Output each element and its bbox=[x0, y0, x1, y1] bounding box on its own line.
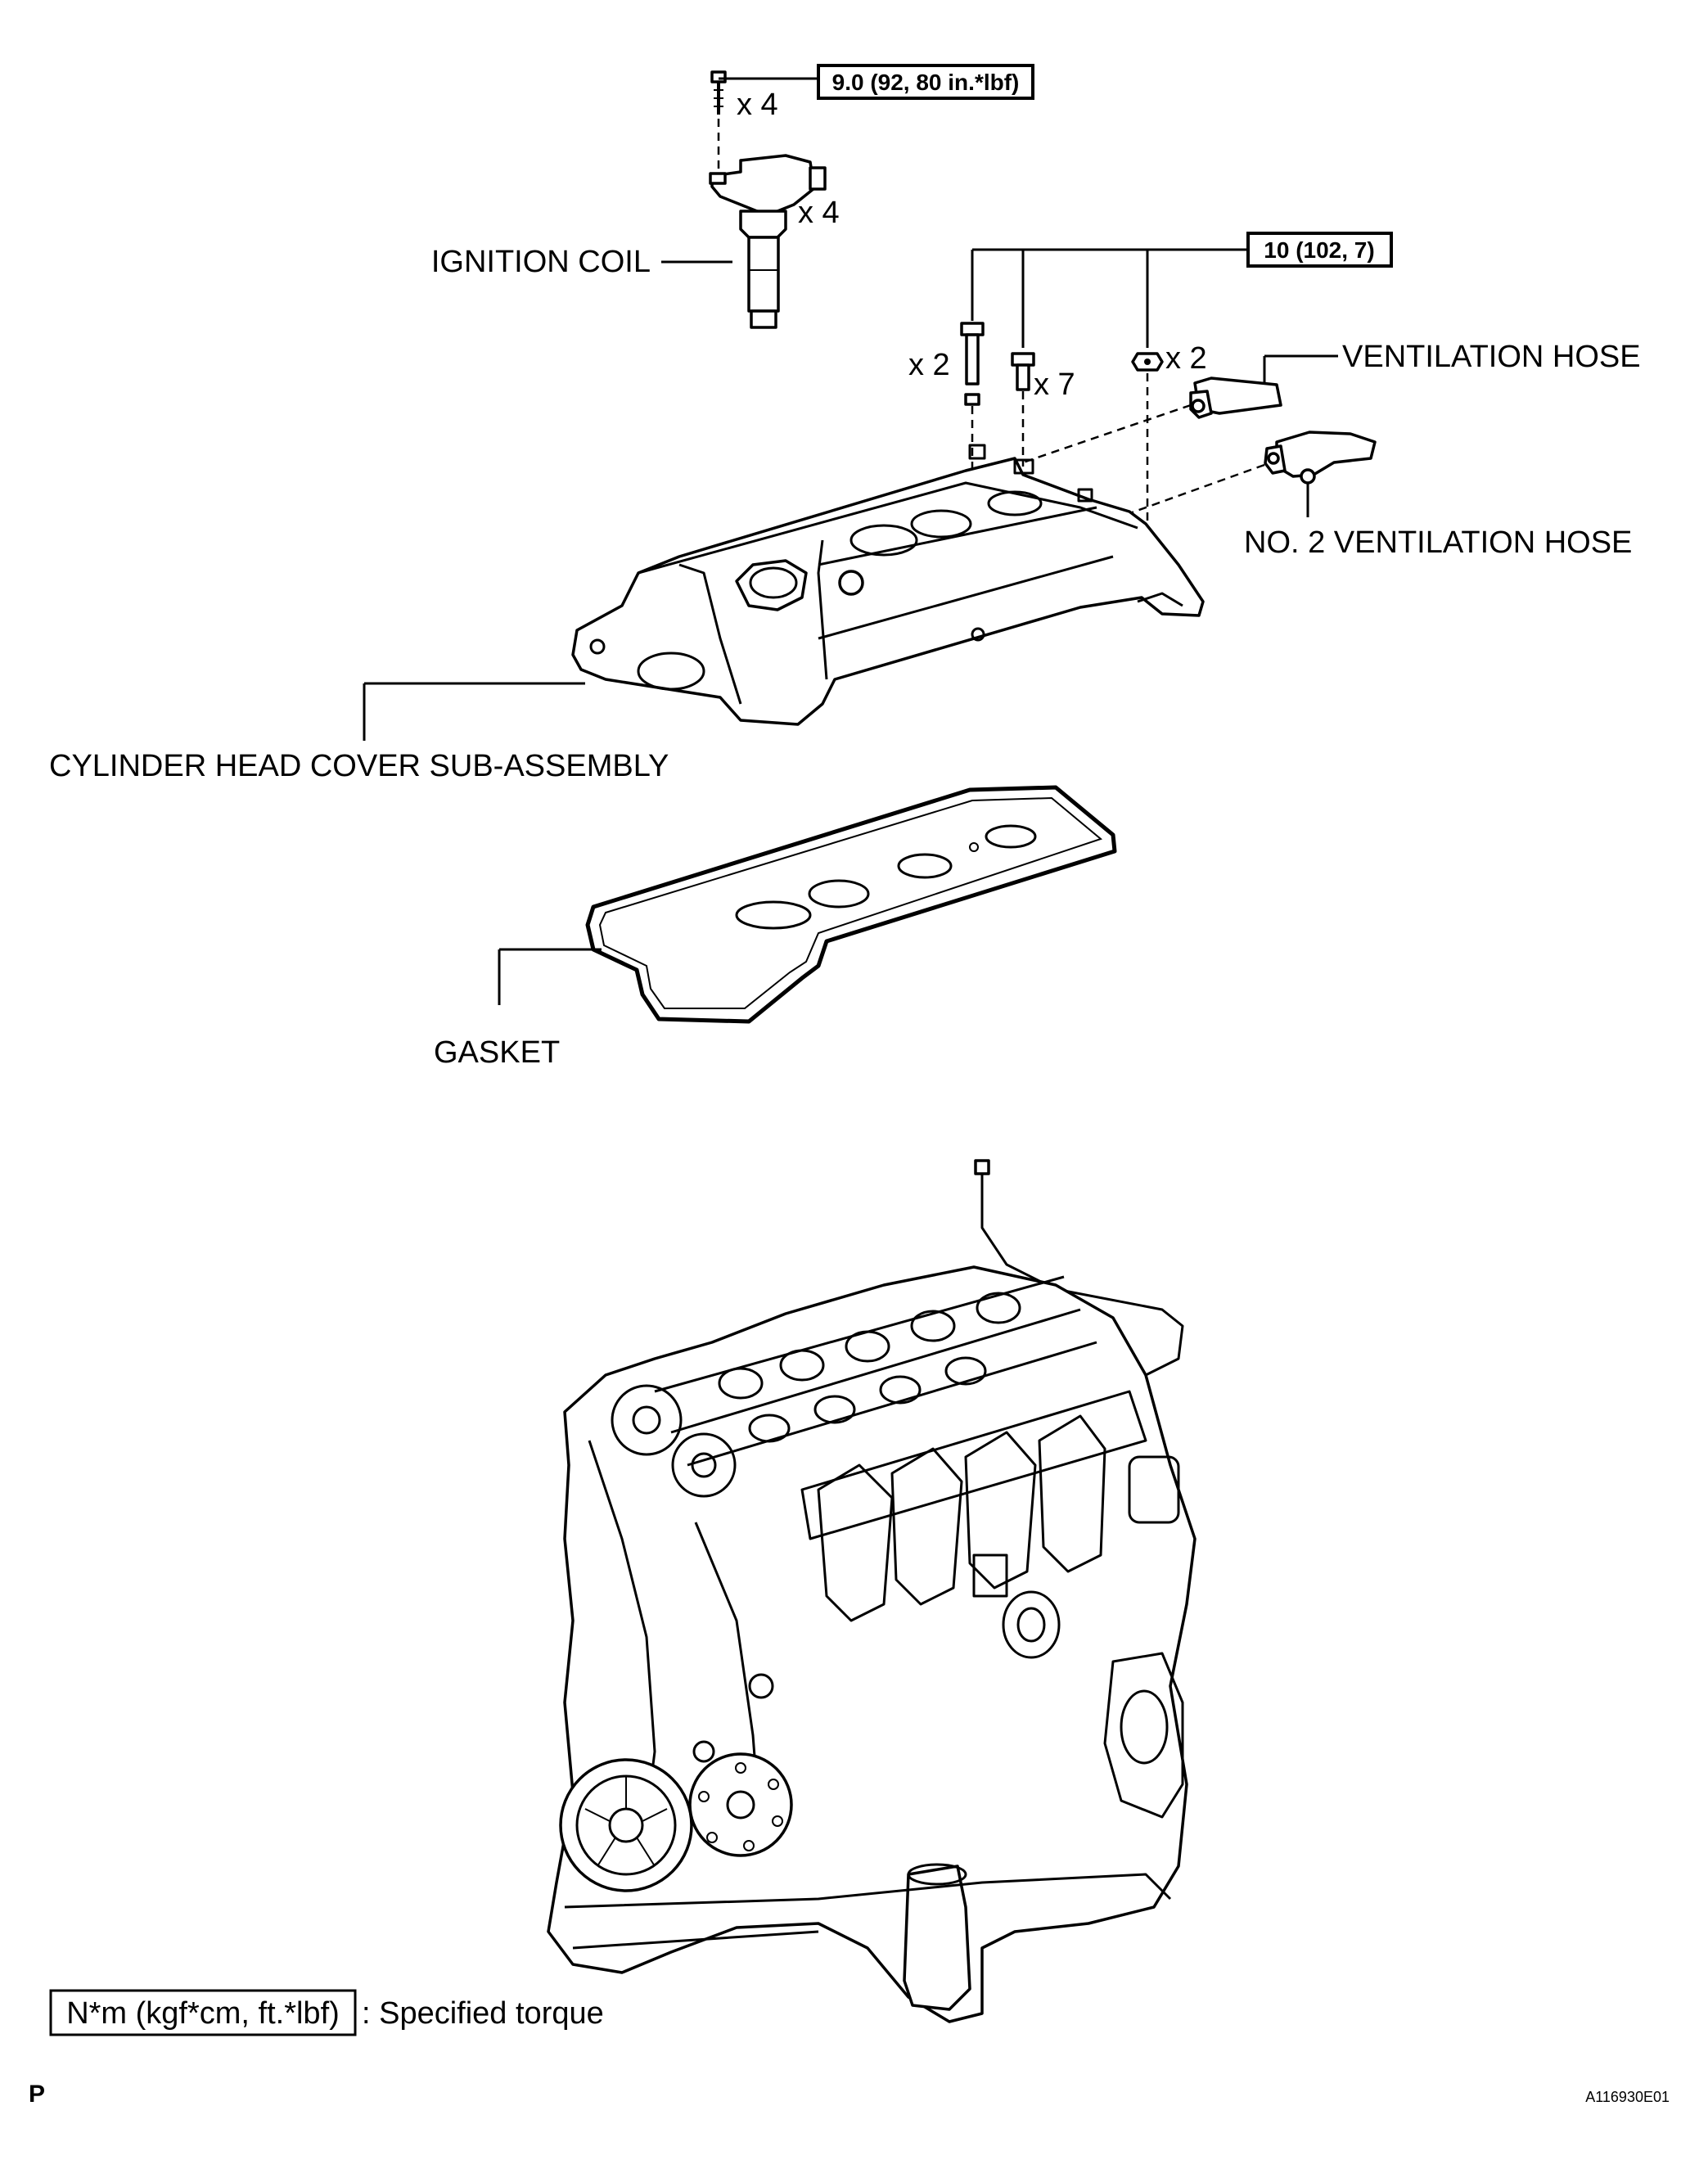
ignition-coil-part bbox=[709, 154, 827, 329]
ignition-coil-label: IGNITION COIL bbox=[431, 245, 651, 279]
no2-ventilation-hose-label: NO. 2 VENTILATION HOSE bbox=[1244, 525, 1632, 560]
nut bbox=[1131, 352, 1164, 524]
legend-torque-box bbox=[49, 1989, 357, 2036]
coil-bolt bbox=[710, 70, 727, 176]
gasket-part bbox=[585, 785, 1117, 1024]
nut-qty: x 2 bbox=[1165, 341, 1207, 376]
engine-block-part bbox=[547, 1159, 1197, 2023]
cover-torque-value: 10 (102, 7) bbox=[1264, 237, 1374, 263]
legend-description: : Specified torque bbox=[362, 1996, 604, 2031]
cylinder-head-cover-part bbox=[571, 444, 1205, 726]
coil-bolt-qty: x 4 bbox=[737, 88, 778, 122]
figure-id: A116930E01 bbox=[1585, 2089, 1670, 2105]
section-mark: P bbox=[29, 2081, 45, 2108]
coil-torque-value: 9.0 (92, 80 in.*lbf) bbox=[832, 70, 1020, 95]
ventilation-hose-label: VENTILATION HOSE bbox=[1342, 340, 1641, 374]
legend-unit-text: N*m (kgf*cm, ft.*lbf) bbox=[66, 1996, 340, 2031]
no2-ventilation-hose-guide bbox=[1127, 463, 1265, 516]
no2-ventilation-hose-part bbox=[1264, 431, 1377, 485]
short-bolt bbox=[1011, 352, 1035, 467]
gasket-label: GASKET bbox=[434, 1035, 560, 1070]
coil-qty: x 4 bbox=[798, 196, 840, 230]
ventilation-hose-part bbox=[1189, 377, 1282, 419]
cylinder-head-cover-label: CYLINDER HEAD COVER SUB-ASSEMBLY bbox=[49, 749, 669, 783]
cover-torque-box bbox=[1246, 232, 1393, 268]
coil-torque-box bbox=[817, 64, 1034, 100]
ventilation-hose-guide bbox=[1022, 404, 1192, 464]
short-bolt-qty: x 7 bbox=[1034, 368, 1075, 402]
cover-torque-leaders bbox=[971, 248, 1248, 348]
long-bolt-qty: x 2 bbox=[908, 348, 950, 382]
